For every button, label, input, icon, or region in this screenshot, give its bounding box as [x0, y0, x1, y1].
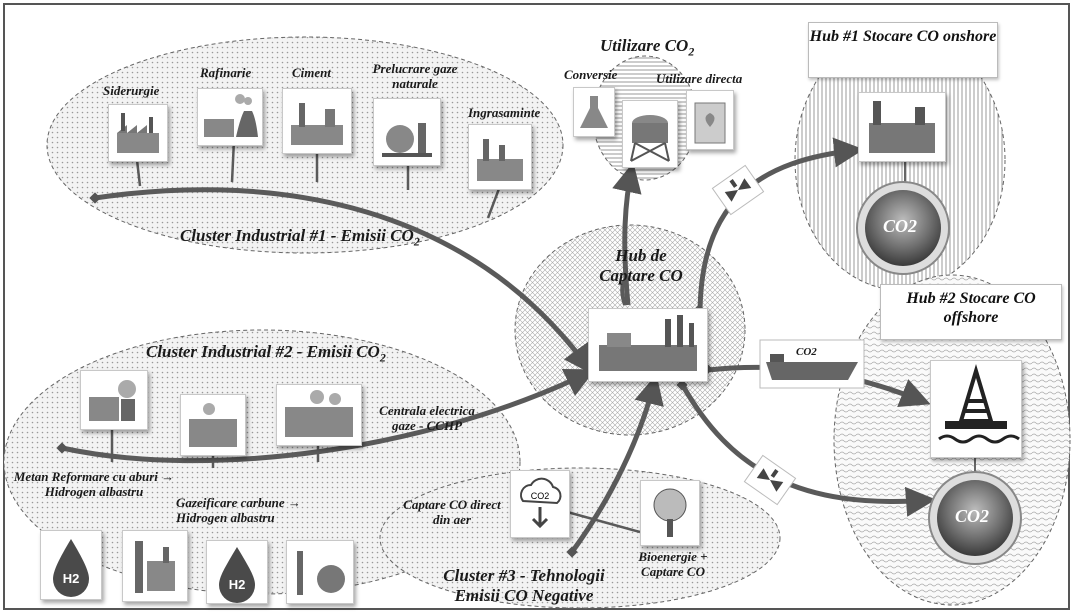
prelucrare-text: Prelucrare gaze naturale — [372, 61, 458, 91]
hub1-title: Hub #1 Stocare CO onshore — [808, 22, 998, 78]
utilizare-title: Utilizare CO2 — [600, 36, 695, 59]
siderurgie-label: Siderurgie — [103, 83, 160, 99]
tank-offshore-co2-label: CO2 — [955, 506, 989, 527]
tree-icon — [653, 488, 687, 537]
co2-tank-onshore — [856, 181, 950, 275]
ciment-text: Ciment — [292, 65, 332, 80]
tank-onshore-co2-text: CO2 — [883, 216, 918, 236]
gazeificare-label: Gazeificare carbune → Hidrogen albastru — [176, 495, 326, 526]
ingrasaminte-label: Ingrasaminte — [468, 105, 541, 121]
utilizare-title-text: Utilizare CO — [600, 36, 689, 55]
prelucrare-tile — [373, 98, 441, 166]
fertilizer-plant-icon — [477, 139, 523, 181]
cluster1-title: Cluster Industrial #1 - Emisii CO2 — [180, 226, 420, 249]
storage-tank-tile — [622, 100, 678, 168]
rafinarie-tile — [197, 88, 263, 146]
onshore-storage-icon — [869, 101, 935, 153]
hydrogen-drop-icon: H2 — [219, 547, 255, 603]
reformer-icon — [135, 541, 175, 593]
hub-captare-title-text: Hub de Captare CO — [599, 246, 683, 285]
tank-onshore-co2-label: CO2 — [883, 216, 917, 237]
conversie-tile — [573, 87, 615, 137]
dac-text: Captare CO direct din aer — [403, 497, 501, 527]
ciment-tile — [282, 88, 352, 154]
offshore-platform-icon — [938, 364, 1020, 444]
chp-plant-icon — [285, 390, 353, 437]
hub2-title: Hub #2 Stocare CO offshore — [880, 284, 1062, 340]
cluster3-title-text: Cluster #3 - Tehnologii Emisii CO Negati… — [443, 566, 605, 605]
to-utilizare-arrow — [612, 162, 642, 306]
conversie-text: Conversie — [564, 67, 618, 82]
valve-icon — [711, 164, 765, 216]
ingrasaminte-text: Ingrasaminte — [468, 105, 541, 120]
hub1-title-text: Hub #1 Stocare CO onshore — [809, 28, 997, 45]
cluster3-title: Cluster #3 - Tehnologii Emisii CO Negati… — [426, 566, 622, 605]
steam-reformer-tile — [122, 530, 188, 602]
beccs-text: Bioenergie + Captare CO — [638, 549, 708, 579]
cluster2-plant1-tile — [80, 370, 148, 430]
utilizare-directa-text: Utilizare directa — [656, 71, 743, 86]
capture-plant-icon — [599, 315, 697, 371]
co2-ship-icon — [759, 339, 865, 389]
tank-icon — [630, 115, 670, 162]
cluster3-pipeline — [569, 374, 664, 554]
co2-label: CO2 — [531, 491, 550, 501]
siderurgie-tile — [108, 104, 168, 162]
hub2-title-text: Hub #2 Stocare CO offshore — [906, 290, 1036, 327]
gasifier-tile — [286, 540, 354, 604]
diagram-frame — [3, 3, 1070, 610]
rafinarie-label: Rafinarie — [200, 65, 252, 81]
dac-label: Captare CO direct din aer — [402, 497, 502, 528]
hub2-storage-tile — [930, 360, 1022, 458]
cluster2-plant2-tile — [180, 394, 246, 456]
h2-label: H2 — [63, 571, 80, 586]
ship-co2-text: CO2 — [796, 346, 817, 358]
cluster1-pipeline — [94, 187, 594, 375]
dac-tile: CO2 — [510, 470, 570, 538]
h2-label: H2 — [229, 577, 246, 592]
cloud-capture-icon: CO2 — [520, 477, 562, 529]
utilizare-directa-label: Utilizare directa — [656, 71, 743, 87]
steel-plant-icon — [117, 113, 159, 153]
siderurgie-text: Siderurgie — [103, 83, 160, 98]
tank-offshore-co2-text: CO2 — [955, 506, 990, 526]
ciment-label: Ciment — [292, 65, 332, 81]
cluster2-pipeline — [61, 369, 596, 464]
hub-captare-tile — [588, 308, 708, 382]
cchp-tile — [276, 384, 362, 446]
metan-label: Metan Reformare cu aburi → Hidrogen alba… — [10, 469, 178, 500]
hub1-storage-tile — [858, 92, 946, 162]
conversie-label: Conversie — [564, 67, 618, 83]
beccs-label: Bioenergie + Captare CO — [618, 549, 728, 580]
power-plant-icon — [89, 380, 136, 421]
canister-icon — [694, 102, 726, 144]
flask-icon — [580, 96, 608, 128]
cluster2-title-text: Cluster Industrial #2 - Emisii CO — [146, 342, 380, 361]
rafinarie-text: Rafinarie — [200, 65, 252, 80]
utilizare-directa-tile — [686, 90, 734, 150]
beccs-tile — [640, 480, 700, 546]
h2-tile-2: H2 — [206, 540, 268, 604]
cchp-text: Centrala electrica gaze - CCHP — [379, 403, 475, 433]
valve-icon — [743, 454, 797, 506]
hub-captare-title: Hub de Captare CO — [586, 246, 696, 285]
h2-tile-1: H2 — [40, 530, 102, 600]
ingrasaminte-tile — [468, 124, 532, 190]
ship-co2-label: CO2 — [796, 346, 817, 359]
refinery-icon — [204, 94, 258, 137]
gazeificare-text: Gazeificare carbune → Hidrogen albastru — [176, 495, 301, 525]
prelucrare-label: Prelucrare gaze naturale — [372, 61, 458, 92]
cchp-label: Centrala electrica gaze - CCHP — [368, 403, 486, 434]
metan-text: Metan Reformare cu aburi → Hidrogen alba… — [13, 469, 175, 499]
hydrogen-drop-icon: H2 — [53, 539, 89, 597]
gasifier-icon — [297, 551, 345, 595]
co2-tank-offshore — [928, 471, 1022, 565]
cluster2-title: Cluster Industrial #2 - Emisii CO2 — [146, 342, 386, 365]
industrial-plant-icon — [189, 403, 237, 447]
gas-processing-icon — [382, 123, 432, 157]
cement-plant-icon — [291, 103, 343, 145]
cluster1-title-text: Cluster Industrial #1 - Emisii CO — [180, 226, 414, 245]
